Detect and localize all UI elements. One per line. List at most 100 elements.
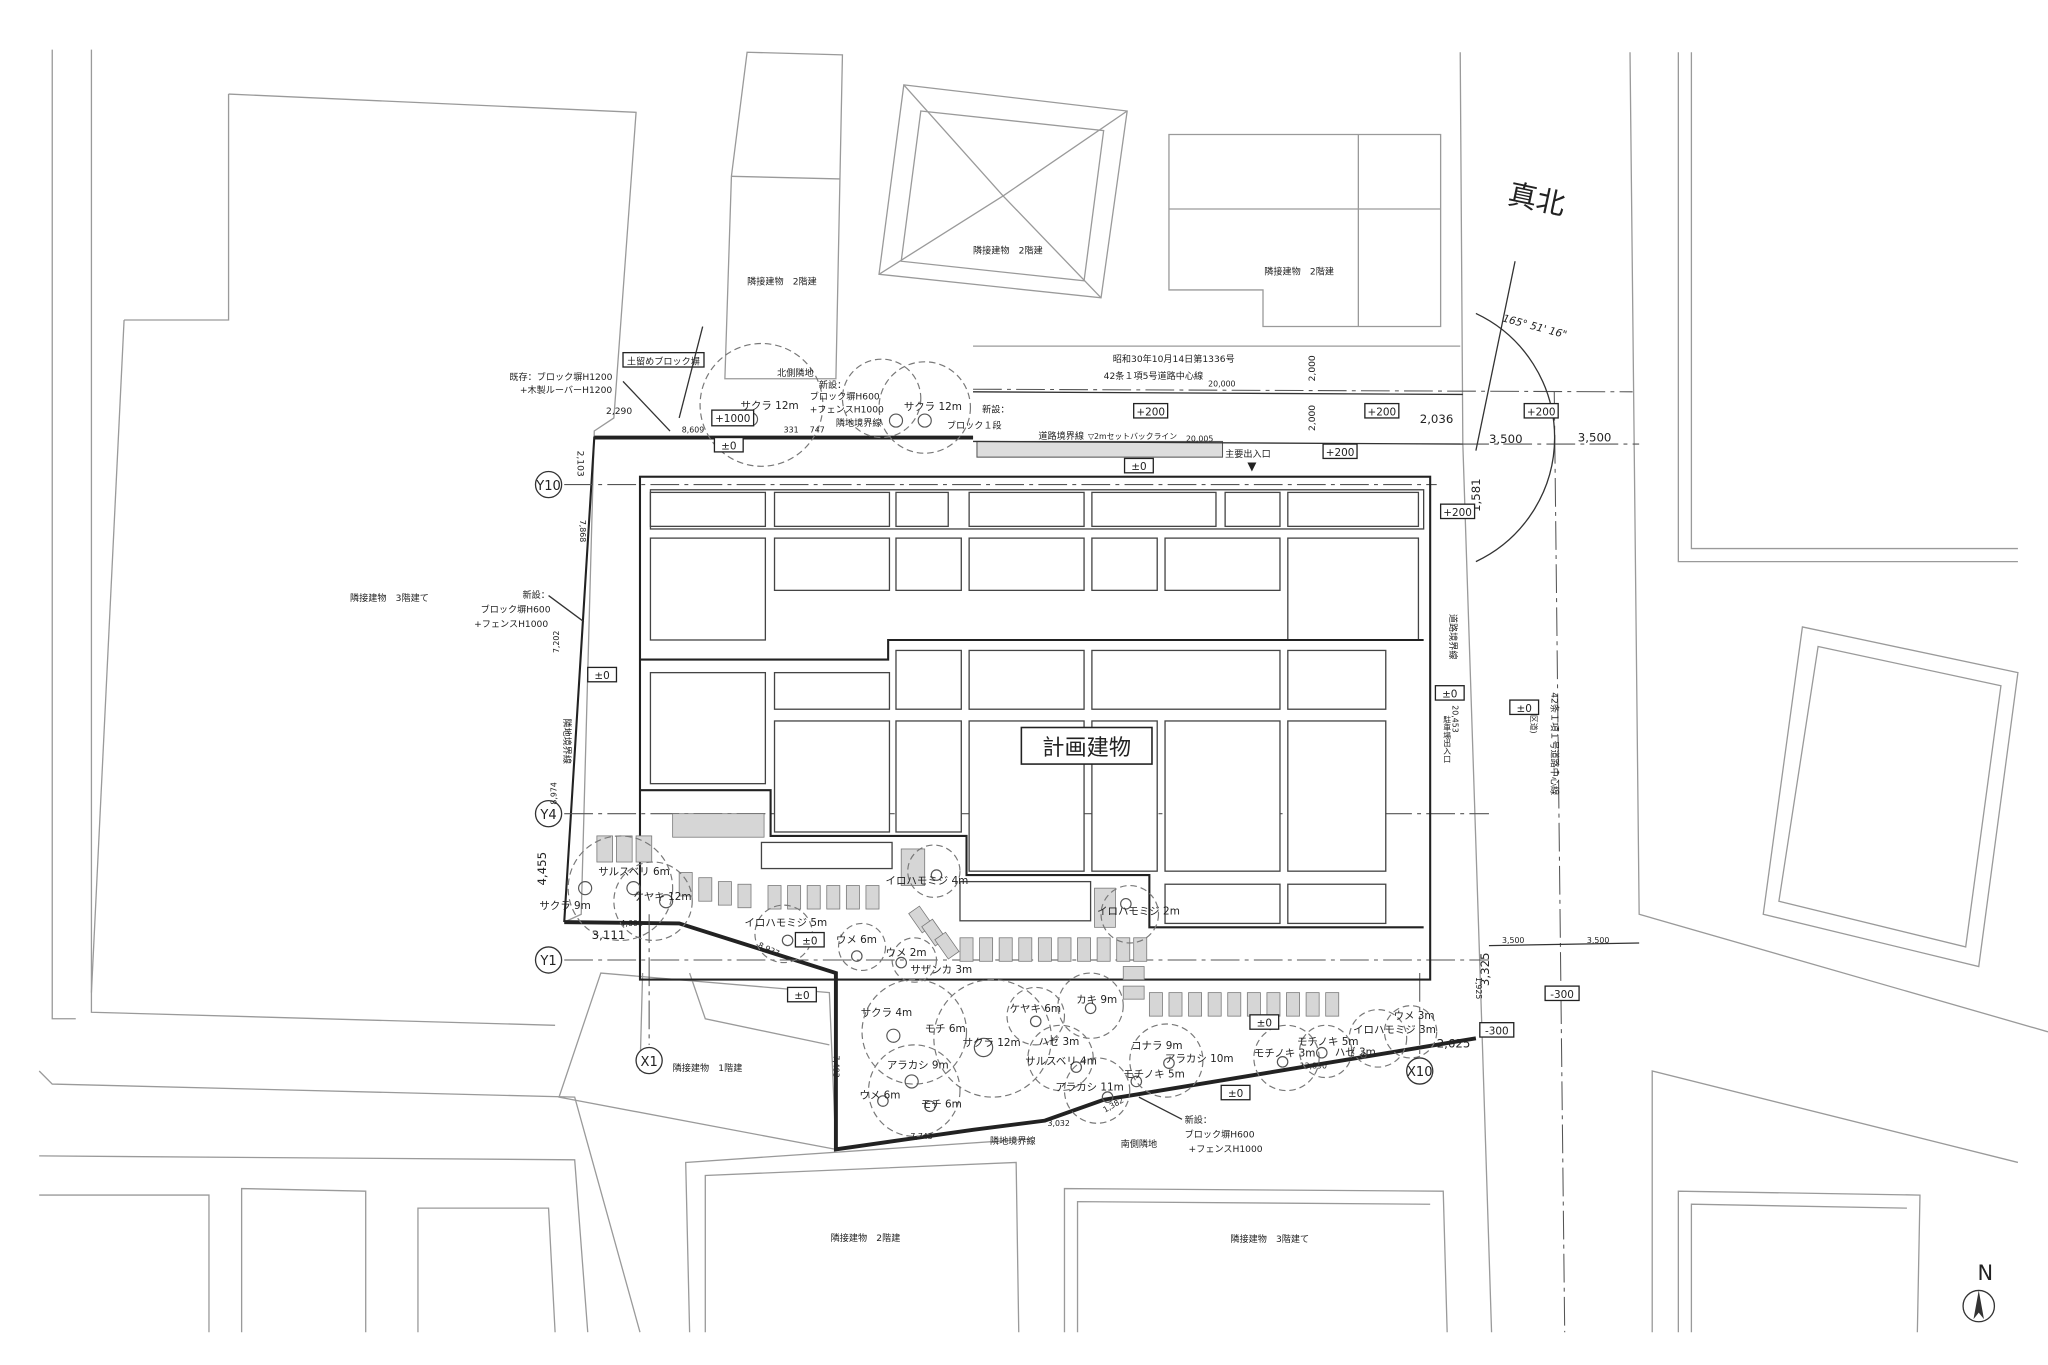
grid-marker-y4: Y4: [534, 799, 563, 828]
svg-text:隣接建物 2階建: 隣接建物 2階建: [1264, 265, 1334, 277]
svg-text:-300: -300: [1485, 1025, 1509, 1037]
svg-text:13,890: 13,890: [1300, 1061, 1327, 1070]
svg-text:+200: +200: [1136, 406, 1165, 418]
svg-text:サルスベリ 4m: サルスベリ 4m: [1025, 1055, 1097, 1067]
annotations: 土留めブロック塀 既存：ブロック塀H1200 +木製ルーバーH1200 北側隣地…: [474, 326, 1561, 1155]
svg-text:主要出入口: 主要出入口: [1225, 448, 1271, 460]
svg-text:+200: +200: [1368, 406, 1397, 418]
svg-text:2,000: 2,000: [1308, 405, 1318, 431]
svg-text:+200: +200: [1527, 406, 1556, 418]
svg-text:42条１項１号道路中心線: 42条１項１号道路中心線: [1549, 692, 1561, 795]
tree-symbols: [567, 342, 1438, 1137]
svg-text:ブロック１段: ブロック１段: [947, 419, 1002, 431]
svg-text:8,609: 8,609: [682, 425, 704, 434]
svg-text:ウメ 3m: ウメ 3m: [1394, 1010, 1435, 1022]
svg-text:1,925: 1,925: [1474, 977, 1483, 999]
svg-text:既存：ブロック塀H1200: 既存：ブロック塀H1200: [509, 371, 612, 383]
svg-text:+フェンスH1000: +フェンスH1000: [1189, 1145, 1263, 1155]
svg-text:イロハモミジ 2m: イロハモミジ 2m: [1097, 905, 1180, 917]
svg-text:新設：: 新設：: [1185, 1114, 1212, 1126]
svg-text:+1000: +1000: [715, 413, 750, 425]
svg-text:アラカシ 11m: アラカシ 11m: [1055, 1082, 1124, 1094]
svg-text:モチ 6m: モチ 6m: [921, 1099, 962, 1111]
svg-text:2,625: 2,625: [1437, 1036, 1471, 1050]
svg-text:隣接建物 3階建て: 隣接建物 3階建て: [350, 592, 429, 604]
grid-markers: Y10 Y4 Y1 X1 X10: [534, 470, 1434, 1085]
svg-text:7,743: 7,743: [910, 1132, 932, 1141]
svg-text:3,500: 3,500: [1578, 430, 1612, 444]
svg-text:モチノキ 3m: モチノキ 3m: [1254, 1048, 1316, 1060]
svg-text:+フェンスH1000: +フェンスH1000: [810, 406, 884, 416]
grid-marker-x1: X1: [635, 1046, 663, 1075]
svg-text:3,500: 3,500: [1587, 936, 1609, 945]
level-tags: ±0 ±0 ±0 ±0 ±0 ±0 ±0 ±0 ±0 +200 +200 +20…: [587, 402, 1580, 1101]
svg-text:▽2mセットバックライン: ▽2mセットバックライン: [1088, 432, 1177, 441]
svg-text:+200: +200: [1326, 447, 1355, 459]
svg-text:▼: ▼: [1247, 459, 1256, 473]
svg-text:±0: ±0: [1228, 1088, 1243, 1100]
svg-text:モチノキ 5m: モチノキ 5m: [1297, 1036, 1359, 1048]
svg-text:3,032: 3,032: [1047, 1119, 1069, 1128]
svg-text:8,974: 8,974: [549, 782, 558, 804]
planned-building: 計画建物: [638, 475, 1432, 981]
svg-text:2,036: 2,036: [1420, 412, 1454, 426]
svg-text:-300: -300: [1550, 989, 1574, 1001]
svg-text:カキ 9m: カキ 9m: [1076, 994, 1117, 1006]
svg-text:サクラ 9m: サクラ 9m: [539, 900, 590, 912]
svg-text:コナラ 9m: コナラ 9m: [1131, 1040, 1182, 1052]
svg-text:道路境界線: 道路境界線: [1038, 430, 1084, 442]
svg-text:隣接建物 1階建: 隣接建物 1階建: [673, 1062, 743, 1074]
svg-text:ハゼ 3m: ハゼ 3m: [1038, 1036, 1079, 1048]
svg-text:新設：: 新設：: [522, 589, 549, 601]
svg-text:昭和30年10月14日第1336号: 昭和30年10月14日第1336号: [1113, 353, 1235, 365]
svg-text:アラカシ 10m: アラカシ 10m: [1165, 1053, 1234, 1065]
svg-text:新設：: 新設：: [819, 379, 846, 391]
svg-text:モチノキ 5m: モチノキ 5m: [1123, 1069, 1185, 1081]
svg-text:±0: ±0: [1257, 1018, 1272, 1030]
svg-text:7,493: 7,493: [831, 1055, 840, 1077]
svg-text:N: N: [1977, 1261, 1993, 1285]
svg-text:±0: ±0: [802, 935, 817, 947]
true-north-label: 真北: [1505, 177, 1568, 222]
svg-text:7,202: 7,202: [552, 631, 561, 653]
svg-text:20,453: 20,453: [1450, 705, 1459, 732]
svg-text:±0: ±0: [1131, 461, 1146, 473]
svg-text:2,103: 2,103: [574, 451, 584, 477]
svg-text:ブロック塀H600: ブロック塀H600: [481, 604, 551, 616]
svg-text:ブロック塀H600: ブロック塀H600: [810, 391, 880, 403]
svg-text:サルスベリ 6m: サルスベリ 6m: [598, 866, 670, 878]
svg-text:ブロック塀H600: ブロック塀H600: [1185, 1129, 1255, 1141]
svg-text:イロハモミジ 5m: イロハモミジ 5m: [744, 917, 827, 929]
svg-text:ウメ 6m: ウメ 6m: [836, 934, 877, 946]
north-compass: N: [1962, 1261, 1996, 1323]
svg-text:2,290: 2,290: [606, 407, 632, 417]
svg-text:42条１項5号道路中心線: 42条１項5号道路中心線: [1104, 370, 1204, 382]
svg-text:サザンカ 3m: サザンカ 3m: [910, 964, 972, 976]
svg-text:イロハモミジ 3m: イロハモミジ 3m: [1353, 1024, 1436, 1036]
svg-text:イロハモミジ 4m: イロハモミジ 4m: [886, 875, 969, 887]
svg-text:3,500: 3,500: [1502, 936, 1524, 945]
svg-text:隣接建物 2階建: 隣接建物 2階建: [747, 276, 817, 288]
svg-text:ハゼ 3m: ハゼ 3m: [1335, 1046, 1376, 1058]
svg-text:±0: ±0: [794, 990, 809, 1002]
svg-text:(区道): (区道): [1529, 712, 1539, 734]
svg-text:20,005: 20,005: [1186, 434, 1213, 443]
svg-text:隣地境界線: 隣地境界線: [836, 417, 882, 429]
svg-text:X1: X1: [641, 1055, 658, 1070]
svg-text:Y10: Y10: [535, 479, 561, 494]
svg-text:3,500: 3,500: [1489, 432, 1523, 446]
neighbor-outlines: [38, 49, 2048, 1333]
tree-labels: サクラ 12m サクラ 12m サルスベリ 6m ケヤキ 12m サクラ 9m …: [539, 400, 1435, 1111]
svg-text:±0: ±0: [721, 440, 736, 452]
svg-text:隣地境界線: 隣地境界線: [561, 718, 573, 764]
grid-marker-y1: Y1: [534, 946, 563, 974]
svg-text:北側隣地: 北側隣地: [777, 367, 814, 379]
svg-text:4,455: 4,455: [535, 852, 549, 886]
svg-text:サクラ 4m: サクラ 4m: [861, 1007, 912, 1019]
svg-text:3,325: 3,325: [1478, 952, 1492, 986]
svg-text:7,868: 7,868: [578, 520, 587, 542]
svg-text:隣接建物 3階建て: 隣接建物 3階建て: [1230, 1233, 1309, 1245]
building-label: 計画建物: [1042, 735, 1131, 761]
svg-text:ウメ 2m: ウメ 2m: [886, 947, 927, 959]
